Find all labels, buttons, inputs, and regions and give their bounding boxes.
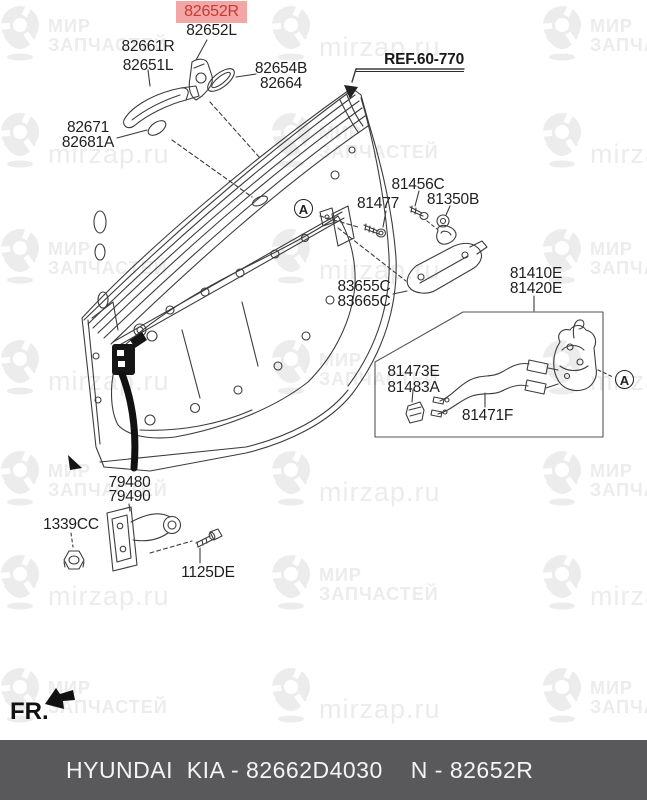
fr-label: FR.: [10, 698, 49, 725]
fr-direction-arrow: [45, 688, 75, 709]
label-83655c-83665c: 83655C 83665C: [337, 278, 391, 310]
label-ref-60-770: REF.60-770: [356, 51, 464, 72]
highlighted-part-82652r: 82652R: [176, 1, 247, 23]
door-diagram: [45, 39, 614, 709]
ref-arrow: [344, 68, 465, 99]
label-82661r-82651l: 82661R 82651L: [121, 38, 175, 74]
label-82652l: 82652L: [186, 22, 237, 39]
label-81410e-81420e: 81410E 81420E: [509, 265, 563, 297]
label-79480-79490: 79480 79490: [108, 474, 151, 505]
label-81471f: 81471F: [461, 407, 514, 424]
fasteners: [319, 190, 457, 282]
outside-handle-parts: [116, 39, 261, 198]
label-81350b: 81350B: [426, 191, 480, 208]
label-82654b-82664: 82654B 82664: [254, 60, 308, 92]
label-81477: 81477: [356, 195, 400, 212]
label-1339cc: 1339CC: [43, 516, 99, 533]
callout-a-door: A: [294, 199, 313, 218]
footer-bar: HYUNDAI KIA - 82662D4030 N - 82652R: [0, 740, 647, 800]
label-1125de: 1125DE: [181, 564, 235, 581]
footer-part-number: HYUNDAI KIA - 82662D4030: [66, 756, 383, 783]
callout-a-latch: A: [615, 370, 634, 389]
handle-base: [392, 240, 488, 295]
label-81473e-81483a: 81473E 81483A: [387, 363, 440, 396]
door-checker-strap: [112, 330, 158, 472]
footer-ref-number: N - 82652R: [410, 756, 534, 783]
label-81456c: 81456C: [391, 176, 445, 193]
checker-parts: [63, 503, 223, 572]
label-82671-82681a: 82671 82681A: [61, 119, 115, 151]
